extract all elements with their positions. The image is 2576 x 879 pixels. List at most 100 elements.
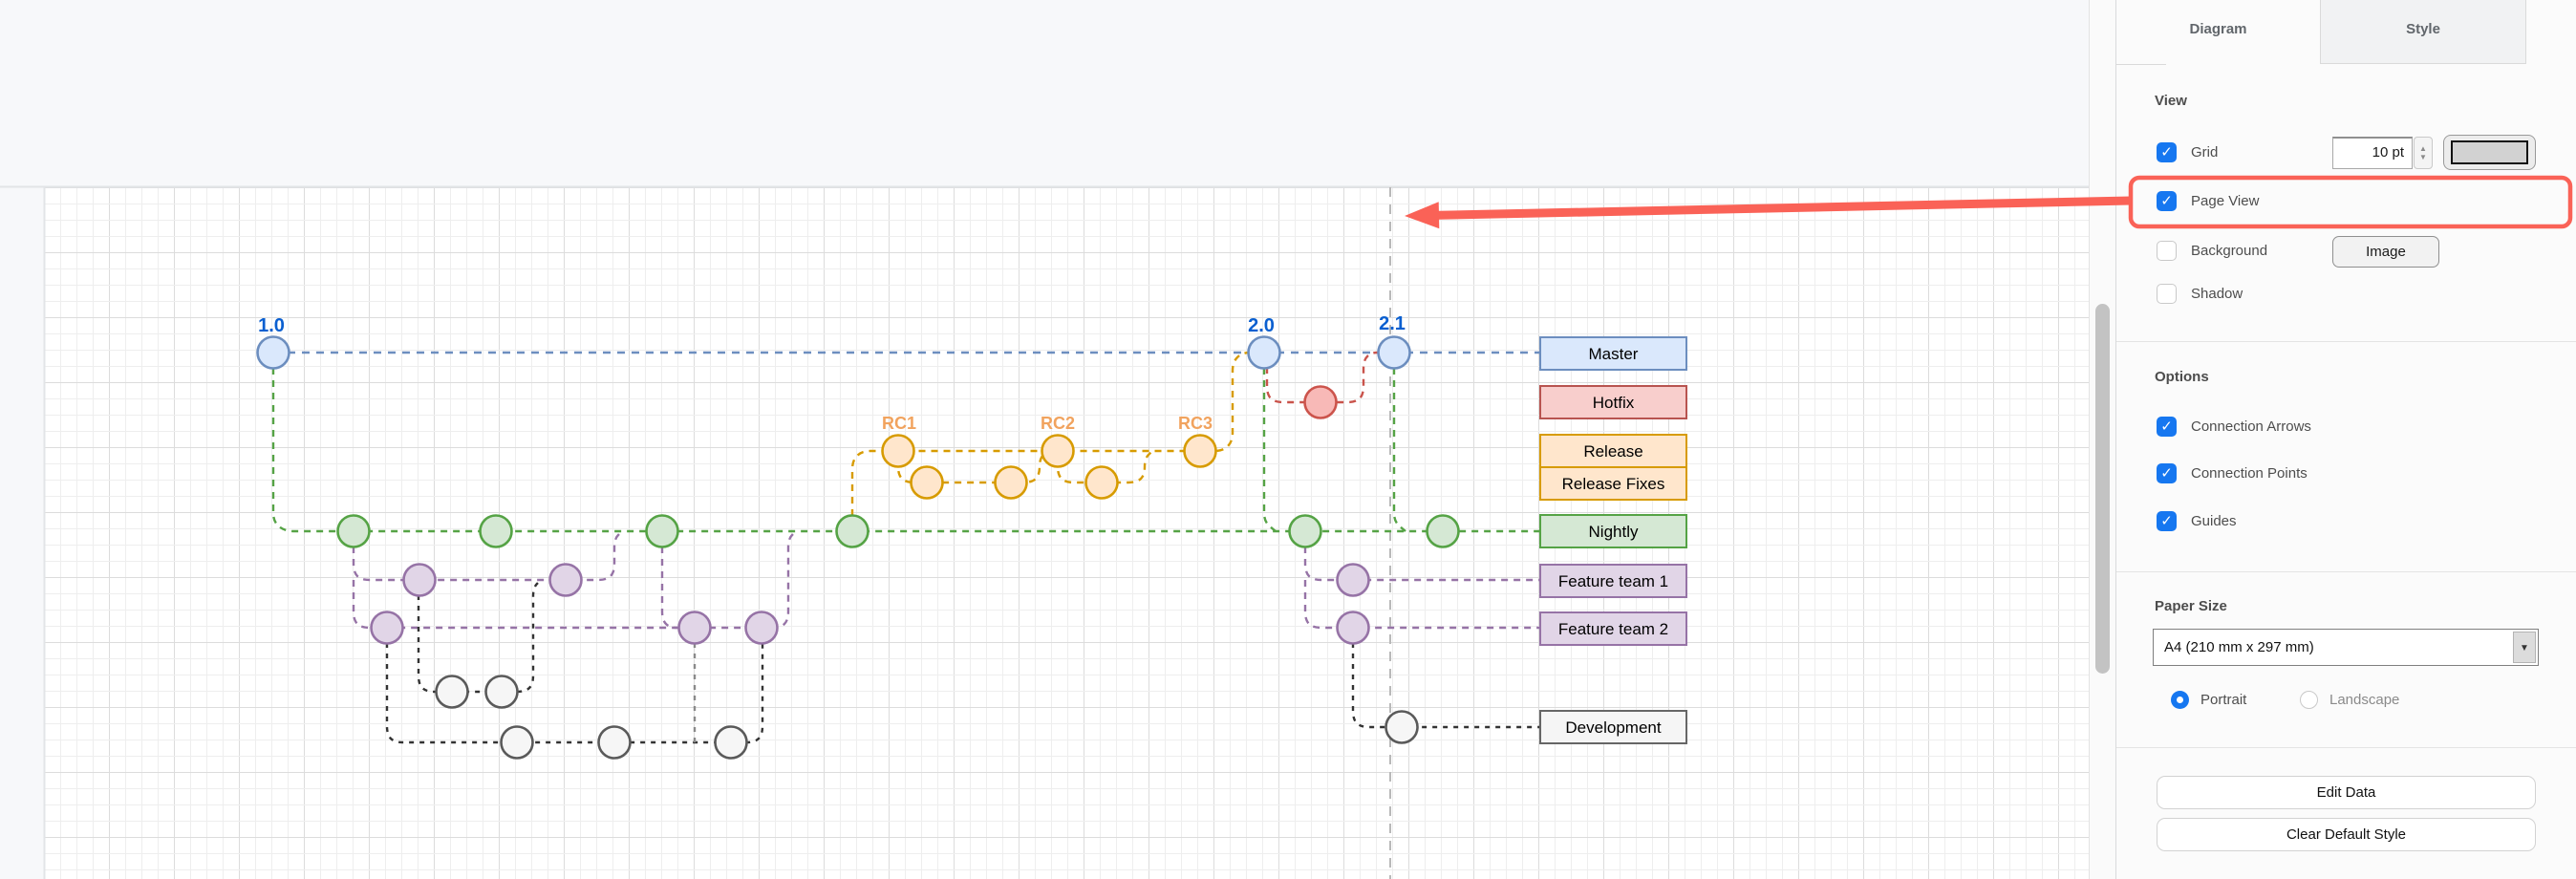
select-dropdown-arrow-icon[interactable]: ▼: [2513, 632, 2536, 663]
commit-node[interactable]: [1247, 335, 1281, 370]
commit-node[interactable]: [1336, 611, 1370, 645]
page-background: [44, 187, 2089, 879]
branch-label-text: Feature team 1: [1558, 572, 1668, 590]
commit-node[interactable]: [402, 563, 437, 597]
grid-size-stepper[interactable]: ▲ ▼: [2414, 137, 2433, 169]
commit-node[interactable]: [370, 611, 404, 645]
commit-node[interactable]: [548, 563, 583, 597]
branch-edge-merge-nightly-2.0[interactable]: [1262, 368, 1277, 532]
commit-node[interactable]: [1084, 465, 1119, 500]
view-section-heading: View: [2155, 93, 2187, 109]
branch-edge-release-fixes-arc-1[interactable]: [896, 450, 1048, 484]
commit-node[interactable]: [479, 514, 513, 548]
portrait-label: Portrait: [2200, 692, 2247, 708]
commit-node[interactable]: [677, 611, 712, 645]
connection-points-checkbox[interactable]: [2157, 463, 2177, 483]
stepper-down-icon[interactable]: ▼: [2419, 153, 2427, 161]
commit-node[interactable]: [1288, 514, 1322, 548]
branch-label-text: Master: [1589, 345, 1639, 363]
commit-node[interactable]: [256, 335, 290, 370]
branch-label-box[interactable]: [1539, 466, 1687, 501]
commit-node[interactable]: [881, 434, 915, 468]
branch-edge-release-fixes-arc-2[interactable]: [1056, 450, 1153, 484]
branch-label-box[interactable]: [1539, 514, 1687, 548]
connection-points-label: Connection Points: [2191, 465, 2308, 482]
tab-style[interactable]: Style: [2320, 0, 2526, 64]
page-view-checkbox[interactable]: [2157, 191, 2177, 211]
branch-edge-release-line[interactable]: [850, 351, 1257, 516]
guides-checkbox[interactable]: [2157, 511, 2177, 531]
shadow-label: Shadow: [2191, 286, 2243, 302]
commit-node[interactable]: [1377, 335, 1411, 370]
section-divider: [2116, 747, 2576, 748]
commit-node[interactable]: [1336, 563, 1370, 597]
commit-node[interactable]: [484, 675, 519, 709]
commit-node[interactable]: [1041, 434, 1075, 468]
branch-edge-feature2-right-line[interactable]: [1303, 580, 1540, 630]
format-panel: Diagram Style × View Grid 10 pt ▲ ▼ Page…: [2115, 0, 2576, 879]
edit-data-button[interactable]: Edit Data: [2157, 776, 2536, 809]
branch-edge-feature2-mid-branch[interactable]: [660, 547, 682, 630]
background-image-button[interactable]: Image: [2332, 236, 2439, 268]
commit-node[interactable]: [597, 725, 632, 760]
grid-size-input[interactable]: 10 pt: [2332, 137, 2413, 169]
page-view-label: Page View: [2191, 193, 2260, 209]
background-checkbox[interactable]: [2157, 241, 2177, 261]
rc-label: RC2: [1041, 414, 1075, 433]
grid-checkbox[interactable]: [2157, 142, 2177, 162]
vertical-scrollbar-thumb[interactable]: [2095, 304, 2110, 674]
branch-label-box[interactable]: [1539, 385, 1687, 419]
clear-default-style-button[interactable]: Clear Default Style: [2157, 818, 2536, 851]
branch-edge-feature2-left-arc[interactable]: [352, 530, 797, 630]
connection-arrows-label: Connection Arrows: [2191, 418, 2311, 435]
commit-node[interactable]: [336, 514, 371, 548]
grid-color-swatch-button[interactable]: [2443, 135, 2536, 170]
branch-label-box[interactable]: [1539, 611, 1687, 646]
paper-size-select[interactable]: A4 (210 mm x 297 mm) ▼: [2153, 629, 2539, 666]
portrait-radio[interactable]: [2171, 691, 2189, 709]
branch-label-text: Release Fixes: [1562, 475, 1665, 493]
branch-edge-development-arc-upper[interactable]: [417, 579, 542, 694]
paper-size-heading: Paper Size: [2155, 598, 2227, 614]
branch-label-text: Hotfix: [1593, 394, 1635, 412]
commit-node[interactable]: [1303, 385, 1338, 419]
connection-arrows-checkbox[interactable]: [2157, 417, 2177, 437]
branch-label-box[interactable]: [1539, 434, 1687, 468]
branch-edge-feature1-right-line[interactable]: [1303, 547, 1540, 582]
commit-node[interactable]: [645, 514, 679, 548]
section-divider: [2116, 341, 2576, 342]
commit-node[interactable]: [994, 465, 1028, 500]
commit-node[interactable]: [435, 675, 469, 709]
options-section-heading: Options: [2155, 369, 2209, 385]
branch-edge-hotfix-arc[interactable]: [1265, 351, 1384, 404]
tab-diagram[interactable]: Diagram: [2116, 0, 2320, 64]
vertical-scrollbar-track[interactable]: [2089, 0, 2115, 879]
section-divider: [2116, 571, 2576, 572]
commit-node[interactable]: [910, 465, 944, 500]
branch-label-box[interactable]: [1539, 336, 1687, 371]
commit-node[interactable]: [1426, 514, 1460, 548]
branch-label-box[interactable]: [1539, 710, 1687, 744]
branch-edge-merge-nightly-2.1[interactable]: [1392, 368, 1406, 532]
landscape-radio[interactable]: [2300, 691, 2318, 709]
format-panel-tabbar: Diagram Style ×: [2116, 0, 2576, 65]
branch-label-box[interactable]: [1539, 564, 1687, 598]
rc-label: RC1: [882, 414, 916, 433]
guides-label: Guides: [2191, 513, 2237, 529]
shadow-checkbox[interactable]: [2157, 284, 2177, 304]
commit-node[interactable]: [744, 611, 779, 645]
commit-node[interactable]: [714, 725, 748, 760]
commit-node[interactable]: [1385, 710, 1419, 744]
rc-label: RC3: [1178, 414, 1213, 433]
grid-color-preview: [2451, 140, 2528, 164]
branch-edge-feature1-left-arc[interactable]: [352, 530, 623, 582]
branch-label-text: Feature team 2: [1558, 620, 1668, 638]
commit-node[interactable]: [1183, 434, 1217, 468]
version-label: 2.1: [1379, 313, 1406, 334]
stepper-up-icon[interactable]: ▲: [2419, 144, 2427, 153]
commit-node[interactable]: [500, 725, 534, 760]
commit-node[interactable]: [835, 514, 869, 548]
